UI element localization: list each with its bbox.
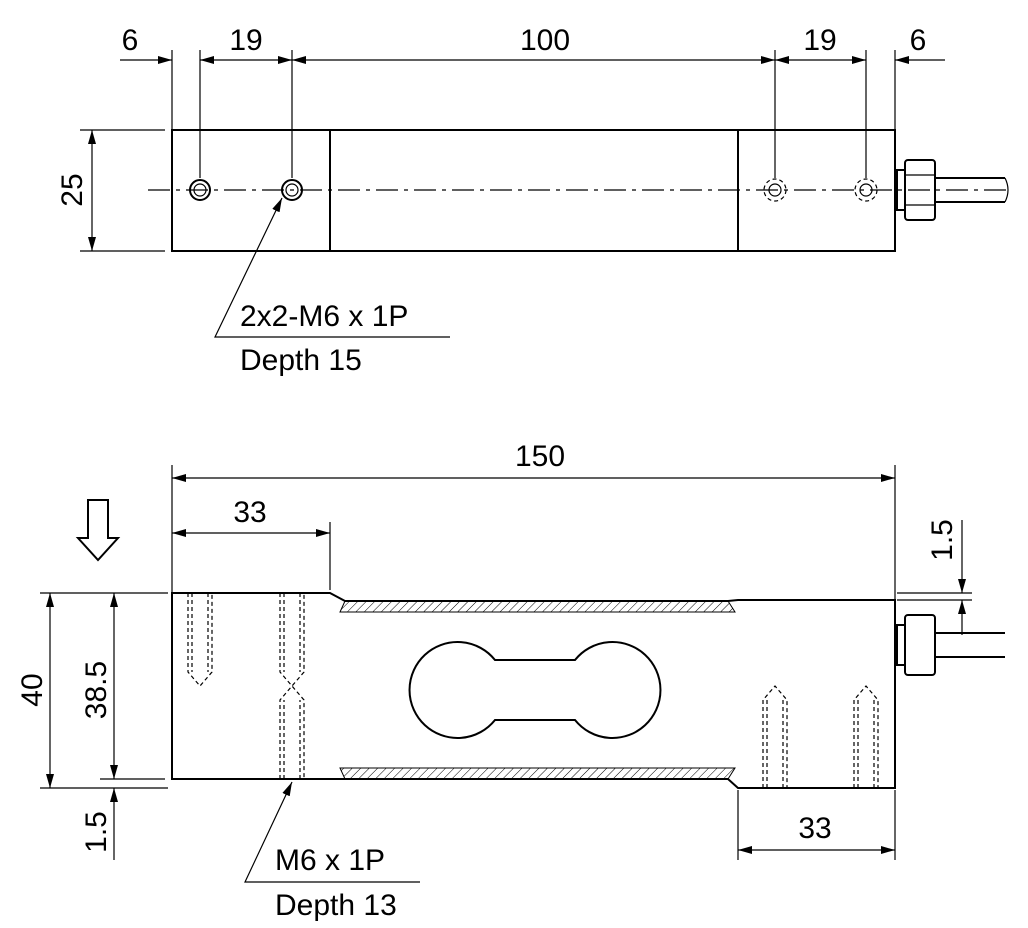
- dim-right-edge: 6: [910, 24, 927, 57]
- side-view: 150 33 33 40 38.5 1.5 1.5 M6 x 1P Depth …: [16, 440, 1005, 922]
- dim-total-height: 40: [16, 673, 49, 706]
- dim-center: 100: [520, 24, 570, 57]
- dim-left-block: 33: [233, 496, 266, 529]
- dim-left-pitch: 19: [229, 24, 262, 57]
- side-thread-note: M6 x 1P: [275, 844, 385, 877]
- dim-body-height: 38.5: [80, 661, 113, 719]
- top-body-outline: [171, 129, 896, 252]
- threaded-holes: [187, 593, 879, 788]
- top-hatch: [339, 600, 736, 613]
- strain-cutout: [408, 641, 662, 739]
- thread-note: 2x2-M6 x 1P: [240, 300, 408, 333]
- cable-connector: [896, 159, 1009, 221]
- dim-length: 150: [515, 440, 565, 473]
- depth-note: Depth 15: [240, 344, 362, 377]
- bottom-hatch: [339, 767, 736, 780]
- dim-left-edge: 6: [122, 24, 139, 57]
- mounting-holes: [189, 178, 878, 202]
- dim-right-block: 33: [798, 812, 831, 845]
- dim-right-pitch: 19: [803, 24, 836, 57]
- side-depth-note: Depth 13: [275, 889, 397, 922]
- dim-height: 25: [56, 173, 89, 206]
- dim-top-offset: 1.5: [926, 519, 959, 561]
- top-view: 6 19 100 19 6 25 2x2-M6 x 1P Depth 15: [56, 24, 1010, 377]
- load-direction-arrow-icon: [75, 499, 121, 562]
- dim-bottom-offset: 1.5: [80, 811, 113, 853]
- side-cable-connector: [896, 614, 1005, 676]
